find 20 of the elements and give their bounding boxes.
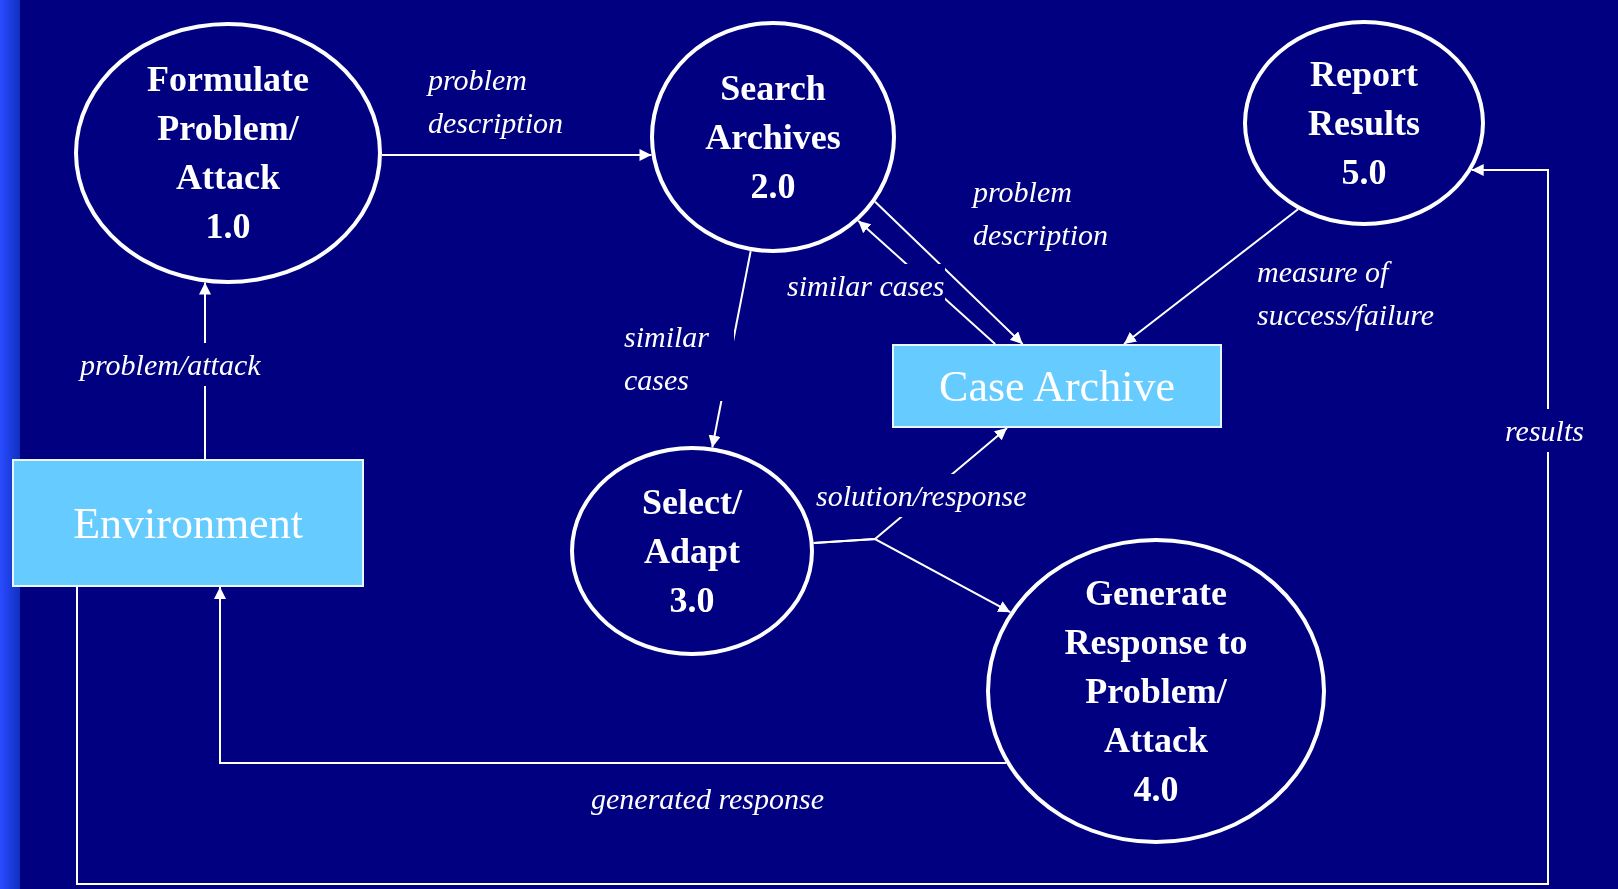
edge-label: problem/attack <box>80 343 261 386</box>
process-name: Report Results <box>1307 52 1421 145</box>
process-number: 4.0 <box>1132 767 1180 811</box>
process-name: Select/ Adapt <box>641 480 744 573</box>
entity-box <box>12 459 364 587</box>
arrow <box>76 164 1549 885</box>
edge-label: results <box>1505 409 1584 452</box>
arrow <box>381 149 653 161</box>
entity-box <box>892 344 1222 428</box>
process-name: Generate Response to Problem/ Attack <box>1063 571 1249 762</box>
process-name: Formulate Problem/ Attack <box>146 58 310 199</box>
arrow <box>874 200 1024 345</box>
process-number: 5.0 <box>1340 150 1388 194</box>
process-number: 2.0 <box>749 164 797 208</box>
entity-name: Case Archive <box>938 360 1176 412</box>
edge-label: solution/response <box>816 474 1027 517</box>
process-number: 1.0 <box>204 205 252 248</box>
entity-name: Environment <box>72 497 304 549</box>
process-name: Search Archives <box>704 66 842 159</box>
process-number: 3.0 <box>668 578 716 622</box>
